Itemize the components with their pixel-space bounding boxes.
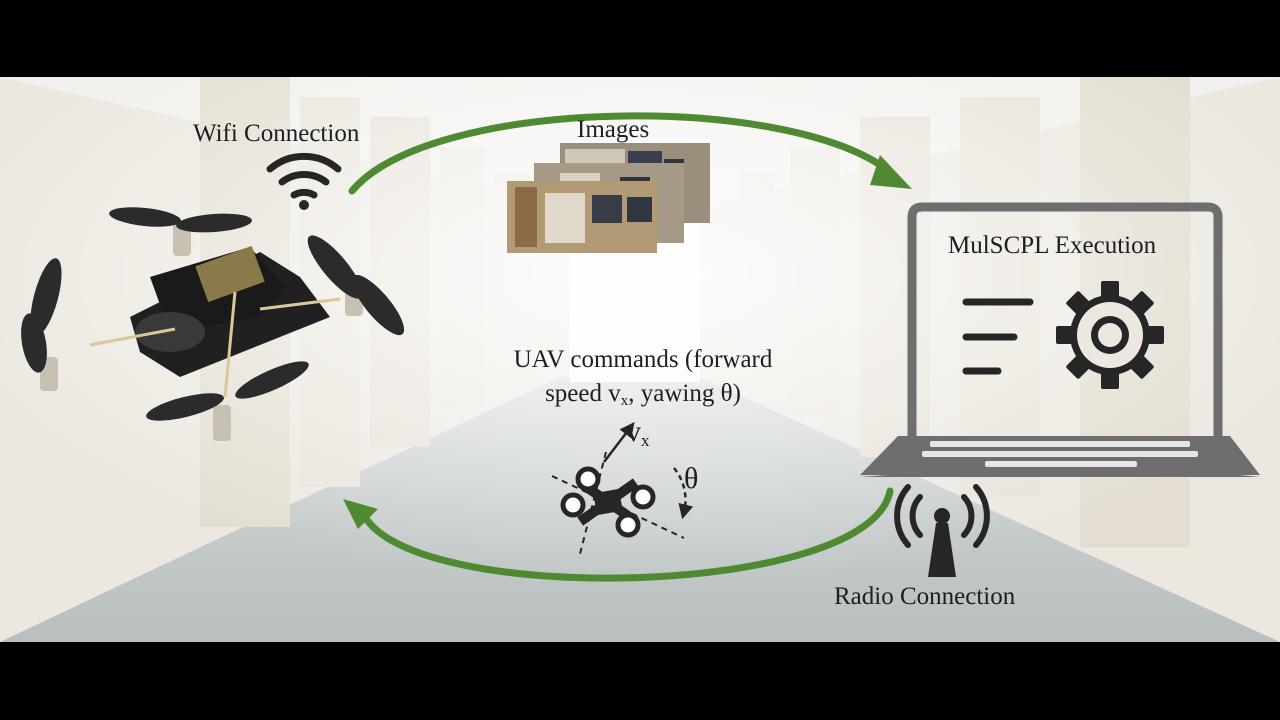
uav-commands-line2-end: , yawing θ) (628, 380, 741, 407)
execution-label: MulSCPL Execution (948, 232, 1157, 259)
bottom-green-arrow (343, 487, 894, 582)
forward-speed-symbol: vx (626, 415, 650, 450)
vx-symbol: v (626, 415, 641, 448)
laptop-icon (860, 202, 1260, 477)
quadcopter-photo (21, 207, 405, 441)
gear-icon (1056, 281, 1164, 389)
images-stack (507, 143, 710, 253)
drone-icon (551, 422, 694, 555)
uav-commands-line2-start: speed v (545, 380, 621, 407)
top-green-arrow (348, 112, 912, 195)
uav-commands-subscript: x (620, 393, 629, 409)
vx-subscript: x (641, 431, 650, 450)
yaw-symbol: θ (684, 462, 699, 495)
radio-connection-label: Radio Connection (834, 583, 1016, 610)
wifi-connection-label: Wifi Connection (193, 120, 360, 147)
diagram-graphics (21, 112, 1260, 582)
uav-commands-line1: UAV commands (forward (513, 346, 773, 373)
diagram-stage: Wifi Connection Images MulSCPL Execution… (0, 77, 1280, 642)
images-label: Images (577, 116, 650, 143)
uav-commands-label: UAV commands (forward speed vx, yawing θ… (478, 343, 808, 418)
radio-antenna-icon (894, 484, 990, 577)
wifi-icon (266, 152, 342, 210)
menu-lines-icon (962, 298, 1034, 375)
